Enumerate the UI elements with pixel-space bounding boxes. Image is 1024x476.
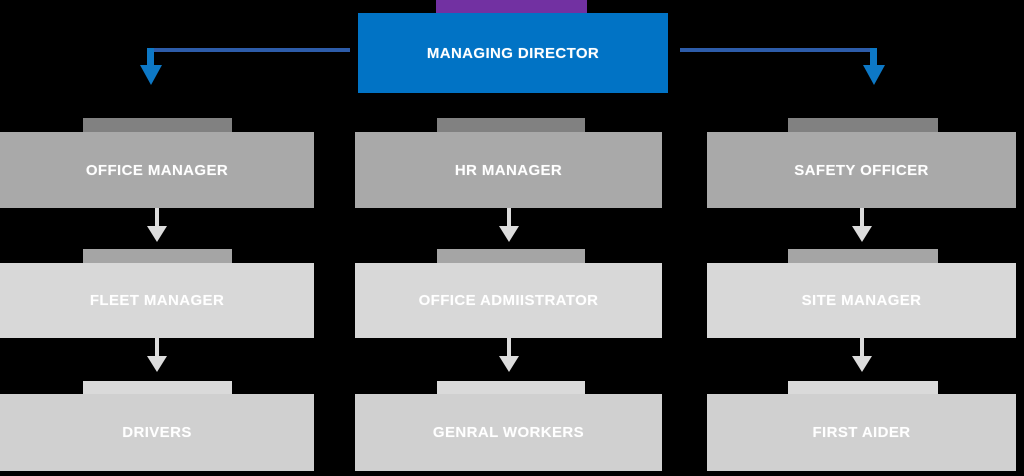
node-general-workers: GENRAL WORKERS [355, 394, 662, 471]
node-managing-director: MANAGING DIRECTOR [358, 13, 668, 93]
node-label: SAFETY OFFICER [794, 161, 929, 179]
connector-line-right [680, 48, 877, 52]
node-label: MANAGING DIRECTOR [426, 44, 600, 62]
down-arrow-icon [147, 226, 167, 242]
down-arrow-icon [852, 356, 872, 372]
node-label: OFFICE MANAGER [85, 161, 229, 179]
down-arrow-stem [860, 338, 864, 358]
node-tab [437, 118, 585, 132]
node-tab [788, 118, 938, 132]
node-label: GENRAL WORKERS [432, 424, 585, 441]
down-arrow-icon [499, 226, 519, 242]
connector-line-left [150, 48, 350, 52]
root-node-tab [436, 0, 587, 14]
down-arrow-stem [155, 338, 159, 358]
node-office-manager: OFFICE MANAGER [0, 132, 314, 208]
node-tab [437, 249, 585, 263]
node-tab [788, 249, 938, 263]
down-arrow-stem [155, 208, 159, 228]
down-arrow-icon [140, 65, 162, 85]
node-tab [83, 381, 232, 394]
node-site-manager: SITE MANAGER [707, 263, 1016, 338]
connector-arrow-stem-left [147, 48, 154, 67]
node-safety-officer: SAFETY OFFICER [707, 132, 1016, 208]
connector-arrow-stem-right [870, 48, 877, 67]
down-arrow-stem [507, 338, 511, 358]
down-arrow-icon [147, 356, 167, 372]
down-arrow-icon [852, 226, 872, 242]
node-label: HR MANAGER [454, 161, 563, 179]
node-label: OFFICE ADMIISTRATOR [418, 292, 599, 309]
node-tab [83, 249, 232, 263]
down-arrow-stem [860, 208, 864, 228]
down-arrow-icon [863, 65, 885, 85]
node-hr-manager: HR MANAGER [355, 132, 662, 208]
node-fleet-manager: FLEET MANAGER [0, 263, 314, 338]
node-first-aider: FIRST AIDER [707, 394, 1016, 471]
node-tab [83, 118, 232, 132]
node-drivers: DRIVERS [0, 394, 314, 471]
down-arrow-stem [507, 208, 511, 228]
node-label: FLEET MANAGER [89, 292, 225, 309]
down-arrow-icon [499, 356, 519, 372]
node-tab [437, 381, 585, 394]
node-tab [788, 381, 938, 394]
node-label: SITE MANAGER [801, 292, 922, 309]
node-office-administrator: OFFICE ADMIISTRATOR [355, 263, 662, 338]
node-label: FIRST AIDER [812, 424, 911, 441]
node-label: DRIVERS [122, 424, 192, 441]
